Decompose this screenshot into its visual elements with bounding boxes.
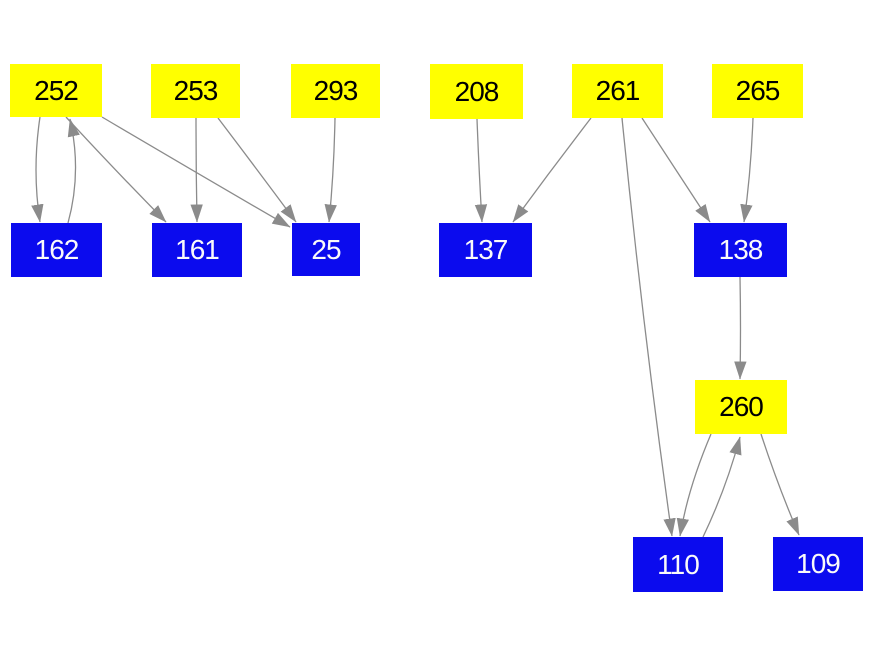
node-25: 25 bbox=[292, 223, 360, 276]
edge-253-to-25 bbox=[217, 117, 297, 223]
node-265: 265 bbox=[712, 64, 803, 118]
node-260: 260 bbox=[695, 380, 787, 434]
edge-260-to-109 bbox=[760, 433, 800, 536]
node-253: 253 bbox=[151, 64, 240, 118]
edge-265-to-138 bbox=[740, 117, 754, 223]
node-252: 252 bbox=[10, 64, 102, 117]
edge-261-to-110 bbox=[621, 117, 676, 537]
node-293: 293 bbox=[291, 64, 380, 118]
edge-293-to-25 bbox=[324, 117, 337, 223]
edge-252-to-161 bbox=[65, 116, 167, 223]
edge-261-to-137 bbox=[512, 117, 592, 223]
edge-110-to-260 bbox=[702, 436, 742, 538]
node-161: 161 bbox=[152, 223, 242, 277]
edge-138-to-260 bbox=[734, 276, 747, 380]
node-110: 110 bbox=[633, 537, 723, 592]
edge-253-to-161 bbox=[190, 117, 203, 223]
edge-260-to-110 bbox=[676, 433, 712, 537]
node-138: 138 bbox=[694, 223, 787, 277]
edge-162-to-252 bbox=[67, 118, 80, 224]
edge-261-to-138 bbox=[641, 117, 711, 223]
edge-252-to-25 bbox=[101, 116, 291, 228]
node-162: 162 bbox=[11, 223, 102, 277]
edge-252-to-162 bbox=[31, 116, 44, 223]
node-208: 208 bbox=[430, 64, 523, 119]
node-109: 109 bbox=[773, 537, 863, 591]
edge-208-to-137 bbox=[474, 118, 488, 223]
node-261: 261 bbox=[572, 64, 663, 118]
node-137: 137 bbox=[439, 223, 532, 277]
